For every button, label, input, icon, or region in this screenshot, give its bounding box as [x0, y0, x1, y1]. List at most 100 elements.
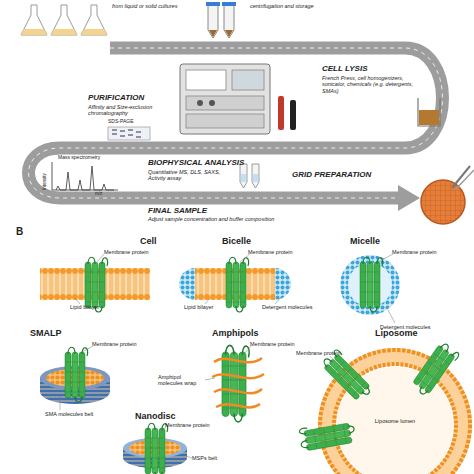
part-label: Liposome lumen [370, 418, 420, 424]
centrifuge-tubes [224, 4, 234, 38]
lysate-beaker [418, 98, 440, 126]
micelle [340, 255, 400, 315]
chromatography-system [278, 96, 284, 130]
axis-label: m/z [95, 191, 115, 196]
liposome [299, 420, 357, 452]
lysate-beaker [419, 110, 439, 125]
leader-line [388, 310, 395, 323]
leader-line [205, 298, 210, 304]
part-label: Lipid bilayer [184, 304, 234, 310]
em-grid [455, 170, 474, 190]
leader-line [186, 456, 192, 458]
culture-flasks [21, 5, 107, 35]
step-heading: GRID PREPARATION [292, 170, 402, 179]
step-note: Adjust sample concentration and buffer c… [148, 216, 308, 222]
bicelle [179, 268, 195, 300]
part-label: Detergent molecules [262, 304, 322, 310]
workflow-road [29, 48, 443, 198]
step-note: from liquid or solid cultures [112, 3, 204, 9]
system-title: SMALP [30, 328, 80, 338]
micelle [360, 257, 383, 312]
leader-line [82, 346, 93, 352]
chromatography-system [186, 70, 226, 90]
sds-gel [108, 127, 150, 140]
step-heading: BIOPHYSICAL ANALYSIS [148, 158, 273, 167]
step-heading: FINAL SAMPLE [148, 206, 258, 215]
part-label: Membrane protein [104, 249, 164, 255]
amphipol-complex [212, 374, 264, 378]
centrifuge-tubes [208, 4, 218, 38]
bicelle [179, 257, 291, 312]
part-label: Membrane protein [165, 422, 225, 428]
cell-membrane [85, 257, 108, 312]
lysate-beaker [418, 98, 440, 126]
centrifuge-tubes [206, 2, 220, 6]
step-heading: CELL LYSIS [322, 64, 422, 73]
chromatography-system [209, 100, 215, 106]
culture-flasks [81, 29, 107, 35]
liposome [320, 348, 375, 403]
amphipol-complex [222, 345, 249, 422]
chromatography-system [180, 64, 296, 134]
centrifuge-tubes [206, 2, 236, 38]
system-title: Micelle [350, 236, 400, 246]
workflow-road [29, 48, 443, 198]
step-note: French Press, cell homogenizers, sonicat… [322, 75, 414, 94]
leader-line [97, 254, 104, 262]
sds-gel [108, 127, 150, 140]
step-note: centrifugation and storage [250, 3, 340, 9]
step-note: Affinity and Size-exclusion chromatograp… [88, 104, 173, 117]
culture-flasks [51, 29, 77, 35]
mass-spectrum [52, 162, 118, 190]
step-note: Quantitative MS, DLS, SAXS, Activity ass… [148, 169, 238, 182]
part-label: Membrane protein [248, 249, 308, 255]
smalp [40, 347, 110, 404]
chromatography-system [197, 100, 203, 106]
chromatography-system [290, 100, 296, 130]
leader-line [378, 254, 393, 262]
culture-flasks [21, 5, 47, 35]
liposome [410, 341, 460, 399]
nanodisc [145, 423, 168, 474]
mass-spectrum [52, 162, 118, 190]
chromatography-system [186, 114, 264, 128]
workflow-road [398, 185, 420, 211]
system-title: Amphipols [212, 328, 272, 338]
bicelle [226, 257, 249, 312]
bicelle [275, 268, 291, 300]
culture-flasks [81, 5, 107, 35]
panel-label: SDS-PAGE [108, 119, 158, 125]
part-label: SMA molecules belt [45, 411, 105, 417]
smalp [65, 347, 88, 402]
centrifuge-tubes [209, 30, 217, 37]
system-title: Nanodisc [135, 411, 185, 421]
amphipol-complex [212, 345, 264, 422]
system-title: Liposome [375, 328, 435, 338]
liposome [299, 341, 470, 474]
amphipol-complex [216, 404, 260, 407]
mass-spectrum [56, 166, 114, 190]
panel-label: Mass spectrometry [58, 155, 128, 161]
sds-gel [112, 130, 141, 137]
part-label: Membrane protein [392, 249, 452, 255]
workflow-road [29, 48, 443, 211]
panel-letter: B [16, 226, 36, 238]
culture-flasks [51, 5, 77, 35]
leader-line [60, 395, 61, 410]
axis-label: Intensity [42, 173, 47, 190]
culture-flasks [21, 29, 47, 35]
amphipol-complex [214, 389, 262, 393]
system-title: Cell [140, 236, 180, 246]
cell-membrane [40, 257, 150, 312]
chromatography-system [186, 96, 264, 110]
sample-tubes [240, 164, 259, 188]
centrifuge-tubes [225, 30, 233, 37]
leader-line [240, 254, 250, 262]
leader-line [275, 296, 282, 304]
part-label: MSPs belt [192, 455, 232, 461]
leader-line [205, 378, 215, 380]
step-heading: PURIFICATION [88, 93, 178, 102]
leader-line [330, 356, 345, 372]
micelle [340, 255, 400, 315]
